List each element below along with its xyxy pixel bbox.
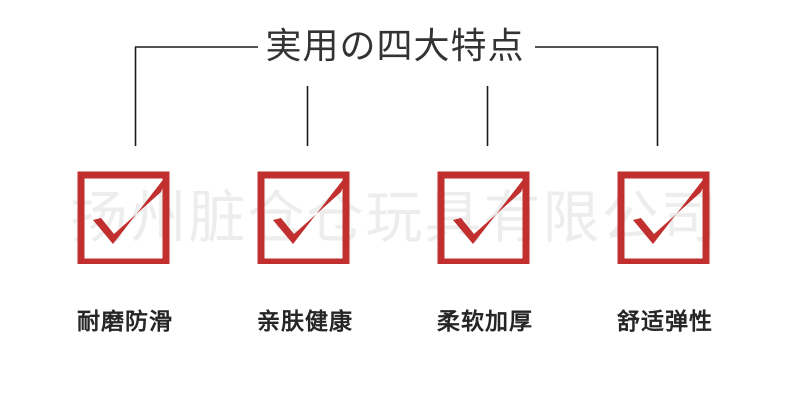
feature-item: 耐磨防滑 xyxy=(35,168,215,348)
feature-item: 柔软加厚 xyxy=(395,168,575,348)
checkbox-icon-wrap xyxy=(615,168,715,264)
feature-label: 耐磨防滑 xyxy=(77,309,173,334)
header-bracket xyxy=(134,46,659,146)
red-checkbox-check-icon xyxy=(617,171,710,264)
feature-list: 耐磨防滑 亲肤健康 柔软加厚 xyxy=(0,168,790,348)
feature-label: 舒适弹性 xyxy=(617,309,713,334)
feature-item: 舒适弹性 xyxy=(575,168,755,348)
checkbox-icon-wrap xyxy=(255,168,355,264)
checkbox-icon-wrap xyxy=(75,168,175,264)
feature-label: 柔软加厚 xyxy=(437,309,533,334)
feature-label: 亲肤健康 xyxy=(257,309,353,334)
page-title: 実用の四大特点 xyxy=(265,25,525,66)
red-checkbox-check-icon xyxy=(437,171,530,264)
company-watermark: 扬州脏仓仓玩具有限公司 xyxy=(70,187,720,250)
red-checkbox-check-icon xyxy=(257,171,350,264)
red-checkbox-check-icon xyxy=(77,171,170,264)
feature-item: 亲肤健康 xyxy=(215,168,395,348)
checkbox-icon-wrap xyxy=(435,168,535,264)
